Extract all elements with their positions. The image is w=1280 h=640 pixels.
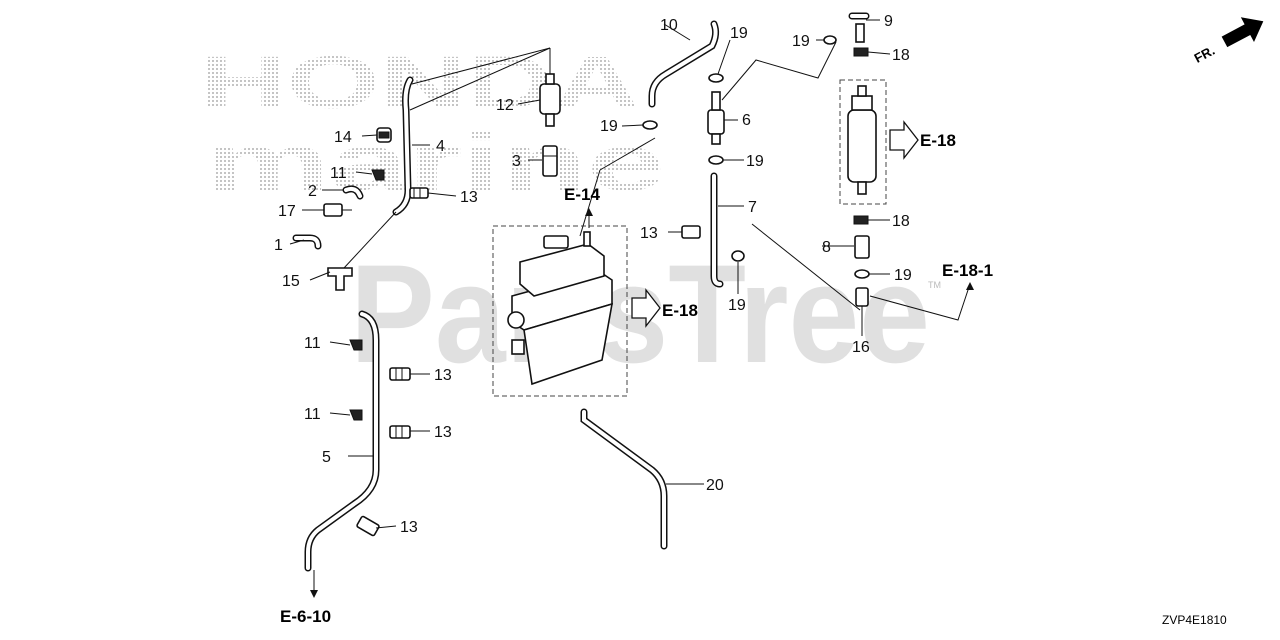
- callout-leaders: [289, 19, 891, 529]
- part-8-fitting: [854, 235, 870, 259]
- callout-19-c: 19: [746, 153, 764, 170]
- hollow-arrow-e18-top: [889, 120, 919, 160]
- callout-17: 17: [278, 203, 296, 220]
- callout-13-d: 13: [640, 225, 658, 242]
- diagram-code: ZVP4E1810: [1162, 613, 1227, 627]
- part-11-clip-mid: [349, 339, 363, 351]
- hollow-arrow-e18-center: [631, 288, 661, 328]
- part-13-clamp-d: [681, 225, 701, 239]
- part-19-clip-e: [823, 35, 837, 45]
- part-18-clip-top: [853, 47, 869, 57]
- callout-20: 20: [706, 477, 724, 494]
- part-19-clip-a: [642, 120, 658, 130]
- part-11-clip-low: [349, 409, 363, 421]
- watermark-brand-top: HONDA: [200, 41, 640, 124]
- callout-13-b: 13: [434, 424, 452, 441]
- callout-10: 10: [660, 17, 678, 34]
- callout-11-low: 11: [304, 406, 321, 423]
- part-6-valve: [707, 91, 725, 145]
- callout-3: 3: [512, 153, 521, 170]
- ref-e18-center: E-18: [662, 301, 698, 320]
- part-18-clip-bottom: [853, 215, 869, 225]
- ref-e18-top: E-18: [920, 131, 956, 150]
- callout-18-top: 18: [892, 47, 910, 64]
- part-19-clip-f: [854, 269, 870, 279]
- fuel-pump-box: [839, 79, 887, 205]
- callout-11-mid: 11: [304, 335, 321, 352]
- arrow-to-e14: [585, 208, 593, 228]
- arrow-to-e6-10: [310, 570, 318, 598]
- part-11-clip-upper: [371, 169, 385, 181]
- callout-13-c: 13: [400, 519, 418, 536]
- ref-e14: E-14: [564, 185, 600, 204]
- callout-8: 8: [822, 239, 831, 256]
- ref-e18-1: E-18-1: [942, 261, 993, 280]
- part-19-clip-b: [708, 73, 724, 83]
- part-12-fuel-filter: [539, 73, 561, 127]
- hose-4: [392, 76, 414, 216]
- part-15-t-joint: [327, 267, 353, 291]
- callout-18-bottom: 18: [892, 213, 910, 230]
- part-9-elbow: [848, 12, 870, 43]
- watermark-tm: TM: [928, 280, 941, 290]
- callout-5: 5: [322, 449, 331, 466]
- callout-1: 1: [274, 237, 283, 254]
- callout-19-e: 19: [792, 33, 810, 50]
- callout-19-f: 19: [894, 267, 912, 284]
- vapor-separator: [507, 231, 614, 386]
- callout-19-d: 19: [728, 297, 746, 314]
- callout-13-upper: 13: [460, 189, 478, 206]
- hose-5: [304, 310, 380, 572]
- front-arrow-icon: [1221, 17, 1264, 48]
- ref-e6-10: E-6-10: [280, 607, 331, 626]
- part-13-clamp-b: [389, 425, 411, 439]
- callout-6: 6: [742, 112, 751, 129]
- callout-13-a: 13: [434, 367, 452, 384]
- vapor-separator-box: [492, 225, 628, 397]
- hose-7: [710, 172, 724, 288]
- part-13-clamp-upper: [409, 187, 429, 199]
- section-references: E-14 E-18 E-18 E-18-1 E-6-10: [280, 131, 993, 626]
- part-1-elbow: [292, 234, 322, 250]
- front-direction-indicator: FR.: [1192, 17, 1264, 66]
- callout-12: 12: [496, 97, 514, 114]
- part-13-clamp-c: [356, 515, 380, 537]
- callout-9: 9: [884, 13, 893, 30]
- callout-4: 4: [436, 138, 445, 155]
- honda-marine-watermark: HONDA marine: [200, 41, 665, 207]
- callout-2: 2: [308, 183, 317, 200]
- callout-19-b: 19: [730, 25, 748, 42]
- callout-16: 16: [852, 339, 870, 356]
- fuel-pump: [847, 85, 877, 195]
- front-label: FR.: [1192, 43, 1218, 66]
- hose-20: [580, 408, 668, 550]
- callout-14: 14: [334, 129, 352, 146]
- part-16-connector: [855, 287, 869, 320]
- callout-7: 7: [748, 199, 757, 216]
- callout-numbers: 1 2 3 4 5 6 7 8 9 10 11 11 11 12 13 13 1…: [274, 13, 912, 536]
- callout-15: 15: [282, 273, 300, 290]
- part-19-clip-c: [708, 155, 724, 165]
- watermark-brand-bottom: marine: [205, 118, 665, 207]
- part-19-clip-d: [731, 250, 745, 262]
- arrow-to-e18-1: [966, 282, 974, 290]
- part-2-hose: [342, 185, 364, 200]
- part-3-fitting: [542, 145, 558, 177]
- callout-19-a: 19: [600, 118, 618, 135]
- part-13-clamp-a: [389, 367, 411, 381]
- hose-10: [648, 20, 720, 108]
- callout-11-upper: 11: [330, 165, 347, 182]
- part-14-grommet: [376, 127, 392, 143]
